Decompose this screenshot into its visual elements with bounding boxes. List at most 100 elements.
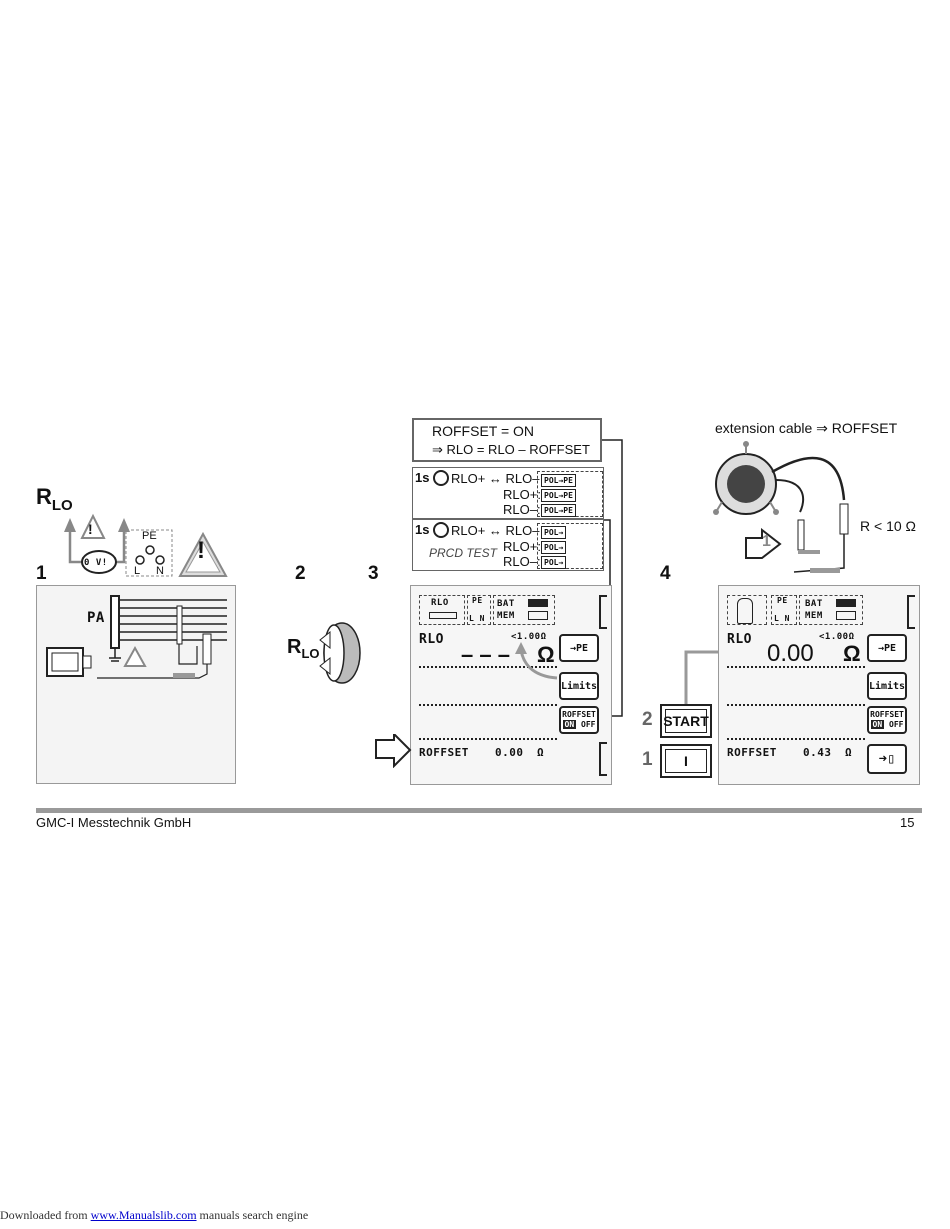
- polarity1-row2: RLO+:: [503, 487, 541, 502]
- footer-page-number: 15: [900, 815, 915, 830]
- bracket-bottom: [599, 742, 607, 776]
- bracket-top: [907, 595, 915, 629]
- i-step-number: 1: [642, 749, 653, 770]
- toggle-off: OFF: [889, 720, 904, 729]
- softkey-limits[interactable]: Limits: [559, 672, 599, 700]
- dial-label-main: R: [287, 636, 302, 658]
- polarity1-row3: RLO–:: [503, 502, 541, 517]
- cable-reel-illustration: [713, 441, 849, 573]
- softkey-roffset[interactable]: ROFFSET ON OFF: [867, 706, 907, 734]
- download-prefix: Downloaded from: [0, 1208, 91, 1222]
- dial-label-sub: LO: [301, 646, 320, 661]
- roffset-unit: Ω: [537, 746, 545, 759]
- memory-icon: [528, 611, 548, 620]
- measurement-value: – – –: [461, 642, 510, 667]
- roffset-info-box: ROFFSET = ON ⇒ RLO = RLO – ROFFSET: [412, 418, 602, 462]
- on-button[interactable]: I: [660, 744, 712, 778]
- operator-icon: [737, 598, 753, 624]
- divider: [727, 666, 865, 668]
- softkey-roffset[interactable]: ROFFSET ON OFF: [559, 706, 599, 734]
- polarity2-key3: POL→: [541, 556, 567, 569]
- step-number-1: 1: [36, 563, 47, 584]
- divider: [419, 738, 557, 740]
- battery-label: BAT: [805, 599, 823, 609]
- resistance-limit-label: R < 10 Ω: [860, 518, 916, 534]
- softkey-polarity-pe[interactable]: →PE: [867, 634, 907, 662]
- measurement-unit: Ω: [843, 641, 861, 666]
- footer-company: GMC-I Messtechnik GmbH: [36, 815, 192, 830]
- toggle-off: OFF: [581, 720, 596, 729]
- start-step-number: 2: [642, 709, 653, 730]
- manualslib-link[interactable]: www.Manualslib.com: [90, 1208, 197, 1222]
- battery-icon: [528, 599, 548, 607]
- roffset-label: ROFFSET: [727, 746, 777, 759]
- socket-tab: [771, 595, 797, 625]
- toggle-on: ON: [870, 720, 885, 729]
- step1-panel: PA: [36, 585, 236, 784]
- curved-arrow: [515, 642, 558, 680]
- rotary-switch-icon[interactable]: [312, 618, 362, 688]
- extension-cable-label: extension cable ⇒ ROFFSET: [715, 420, 898, 436]
- memory-label: MEM: [497, 611, 515, 621]
- polarity1-row1: RLO+ ↔ RLO–: [451, 471, 540, 486]
- roffset-info-line1: ROFFSET = ON: [432, 423, 535, 439]
- polarity1-key2: POL→PE: [541, 489, 576, 502]
- battery-icon: [836, 599, 856, 607]
- rlo-function-label: RLO: [431, 598, 449, 608]
- socket-n-label: N: [156, 565, 164, 577]
- step-number-4: 4: [660, 563, 671, 584]
- download-note: Downloaded from www.Manualslib.com manua…: [0, 1208, 308, 1223]
- softkey-save[interactable]: ➜▯: [867, 744, 907, 774]
- measurement-label: RLO: [419, 632, 444, 647]
- warning-icon-large: !: [197, 537, 205, 564]
- polarity1-time: 1s: [415, 470, 430, 485]
- polarity2-row3: RLO–:: [503, 554, 541, 569]
- softkey-limits[interactable]: Limits: [867, 672, 907, 700]
- bracket-top: [599, 595, 607, 629]
- socket-tab: [467, 595, 491, 625]
- limit-value: <1.00Ω: [511, 632, 547, 642]
- section-title-sub: LO: [51, 497, 73, 514]
- pointer-arrow-icon: [375, 734, 412, 768]
- measurement-value: 0.00: [767, 640, 814, 667]
- polarity-box-prcd: 1s RLO+ ↔ RLO– RLO+: RLO–: PRCD TEST POL…: [412, 519, 604, 571]
- roffset-unit: Ω: [845, 746, 853, 759]
- status-tab: [799, 595, 863, 625]
- softkey-roffset-toggle: ON OFF: [870, 720, 904, 730]
- roffset-info-line2: ⇒ RLO = RLO – ROFFSET: [432, 442, 590, 457]
- instrument-screen-step3: RLO PE L N BAT MEM RLO <1.00Ω – – – Ω →P…: [410, 585, 612, 785]
- softkey-polarity-pe[interactable]: →PE: [559, 634, 599, 662]
- softkey-roffset-label: ROFFSET: [562, 710, 596, 719]
- polarity2-key-group: [537, 523, 603, 569]
- polarity1-key3: POL→PE: [541, 504, 576, 517]
- socket-tab-ln: L N: [774, 614, 790, 623]
- battery-label: BAT: [497, 599, 515, 609]
- divider: [419, 704, 557, 706]
- operator-icon-tab: [727, 595, 767, 625]
- measurement-unit: Ω: [537, 642, 555, 667]
- instrument-screen-step4: PE L N BAT MEM RLO <1.00Ω 0.00 Ω →PE Lim…: [718, 585, 920, 785]
- memory-label: MEM: [805, 611, 823, 621]
- resistor-icon: [429, 612, 457, 619]
- polarity1-key1: POL→PE: [541, 474, 576, 487]
- softkey-roffset-toggle: ON OFF: [562, 720, 596, 730]
- polarity-box-pe: 1s RLO+ ↔ RLO– RLO+: RLO–: POL→PE POL→PE…: [412, 467, 604, 519]
- polarity2-time: 1s: [415, 522, 430, 537]
- prcd-test-label: PRCD TEST: [429, 546, 498, 560]
- pointer-arrow-icon: [745, 528, 782, 559]
- start-button[interactable]: START: [660, 704, 712, 738]
- limit-value: <1.00Ω: [819, 632, 855, 642]
- divider: [419, 666, 557, 668]
- step-number-3: 3: [368, 563, 379, 584]
- status-tab: [493, 595, 555, 625]
- polarity2-row2: RLO+:: [503, 539, 541, 554]
- socket-tab-pe: PE: [777, 596, 788, 605]
- download-suffix: manuals search engine: [196, 1208, 309, 1222]
- toggle-on: ON: [562, 720, 577, 729]
- roffset-label: ROFFSET: [419, 746, 469, 759]
- pa-label: PA: [87, 610, 105, 626]
- section-title-main: R: [36, 484, 52, 509]
- voltage-check-diagram: [64, 513, 228, 577]
- polarity2-key2: POL→: [541, 541, 567, 554]
- clock-icon: [433, 470, 449, 486]
